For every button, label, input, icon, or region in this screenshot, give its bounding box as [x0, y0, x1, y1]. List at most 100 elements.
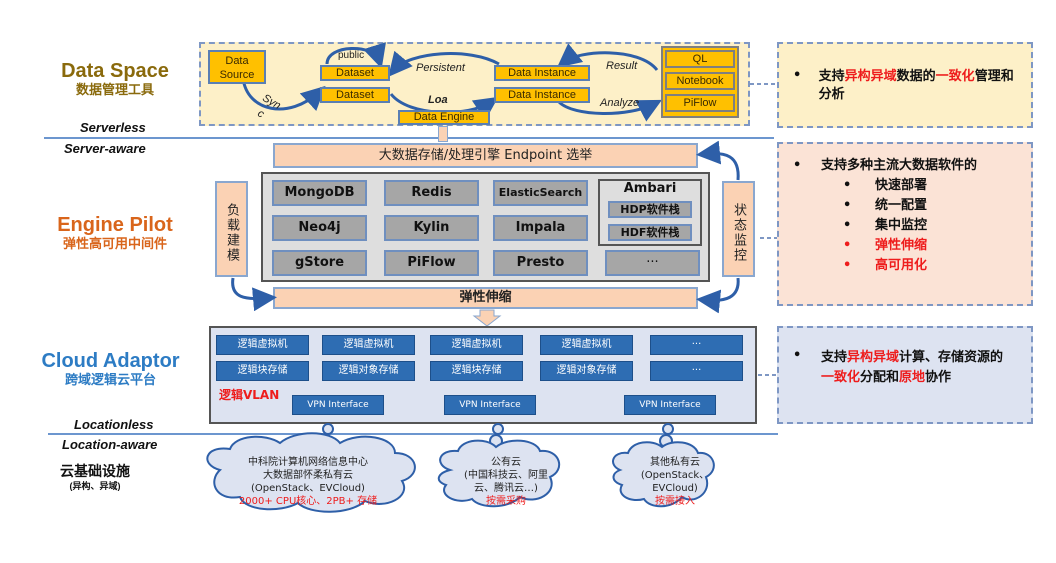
- note-text-segment: 异构异域: [847, 350, 900, 365]
- note-engine-subitem: •集中监控: [843, 216, 1021, 236]
- note-connectors: [750, 83, 778, 376]
- note-text-segment: 支持: [821, 350, 848, 365]
- connector-ring-3: [662, 423, 674, 435]
- down-arrow: [472, 309, 502, 327]
- note-engine-pilot: • 支持多种主流大数据软件的 •快速部署•统一配置•集中监控•弹性伸缩•高可用化: [777, 142, 1033, 306]
- note-engine-subitem: •快速部署: [843, 176, 1021, 196]
- tool-ql: QL: [665, 50, 735, 68]
- engine-pilot-subtitle: 弹性高可用中间件: [62, 236, 167, 251]
- bullet-icon: •: [843, 218, 852, 233]
- engine-elasticsearch: ElasticSearch: [493, 180, 588, 206]
- note-text-segment: 一致化: [821, 370, 861, 385]
- note-engine-subitem-text: 高可用化: [875, 258, 928, 273]
- cloud-adaptor-subtitle: 跨域逻辑云平台: [64, 372, 156, 387]
- logical-vm-2: 逻辑虚拟机: [322, 335, 415, 355]
- note-cloud-adaptor-text: 支持异构异域计算、存储资源的一致化分配和原地协作: [821, 348, 1011, 388]
- note-text-segment: 数据的: [896, 69, 936, 84]
- sync-arrow: [241, 77, 326, 112]
- bullet-icon: •: [793, 348, 802, 363]
- dataset-box-1: Dataset: [320, 65, 390, 81]
- vpn-interface-2: VPN Interface: [444, 395, 536, 415]
- bullet-icon: •: [843, 178, 852, 193]
- engine-more: ···: [605, 250, 700, 276]
- logical-more-1: ···: [650, 335, 743, 355]
- vpn-interface-3: VPN Interface: [624, 395, 716, 415]
- note-engine-lead-item: • 支持多种主流大数据软件的: [793, 156, 1021, 176]
- public-arrow: [325, 42, 386, 69]
- note-text-segment: 异构异域: [844, 69, 897, 84]
- engine-neo4j: Neo4j: [272, 215, 367, 241]
- load-to-scale-arrow: [231, 277, 277, 312]
- locationless-label: Locationless: [74, 417, 154, 432]
- public-label: public: [338, 50, 365, 61]
- logical-object-storage-1: 逻辑对象存储: [322, 361, 415, 381]
- note-text-segment: 原地: [899, 370, 926, 385]
- cloud-3-line2: (OpenStack、: [640, 470, 710, 481]
- vpn-interface-1: VPN Interface: [292, 395, 384, 415]
- cloud-2-highlight: 按需采购: [486, 496, 526, 507]
- engine-pilot-arrows: [231, 140, 740, 327]
- analyze-label: Analyze: [600, 97, 640, 109]
- cloud-shape-3: [612, 441, 715, 508]
- engine-impala: Impala: [493, 215, 588, 241]
- engine-pilot-title-group: Engine Pilot 弹性高可用中间件: [40, 214, 190, 252]
- note-text-segment: 管理和分析: [818, 69, 1014, 102]
- data-source-line1: Data: [225, 55, 249, 67]
- note-cloud-adaptor: • 支持异构异域计算、存储资源的一致化分配和原地协作: [777, 326, 1033, 424]
- cloud-3-highlight: 按需接入: [655, 496, 695, 507]
- data-instance-box-2: Data Instance: [494, 87, 590, 103]
- elastic-scaling-bar: 弹性伸缩: [273, 287, 698, 309]
- ambari-title: Ambari: [623, 181, 677, 196]
- logical-more-2: ···: [650, 361, 743, 381]
- analyze-arrow: [557, 99, 662, 122]
- engine-pilot-title: Engine Pilot: [57, 214, 173, 236]
- note-cloud-adaptor-item: • 支持异构异域计算、存储资源的一致化分配和原地协作: [793, 348, 1021, 388]
- load-modeling-side: 负载建模: [215, 181, 248, 277]
- cloud-1-line2: 大数据部怀柔私有云: [263, 470, 353, 481]
- engine-mongodb: MongoDB: [272, 180, 367, 206]
- load-label: Loa: [428, 94, 448, 106]
- monitor-to-endpoint-arrow: [696, 140, 740, 181]
- server-aware-label: Server-aware: [64, 141, 146, 156]
- status-monitor-label: 状态监控: [731, 203, 746, 263]
- tool-notebook: Notebook: [665, 72, 735, 90]
- locationless-divider: [48, 433, 778, 435]
- note-engine-subitem: •高可用化: [843, 256, 1021, 276]
- note-data-space-item: • 支持异构异域数据的一致化管理和分析: [793, 68, 1021, 104]
- note-engine-subitem: •弹性伸缩: [843, 236, 1021, 256]
- logical-vm-4: 逻辑虚拟机: [540, 335, 633, 355]
- result-label: Result: [606, 60, 638, 72]
- note-engine-subitem: •统一配置: [843, 196, 1021, 216]
- bullet-icon: •: [793, 68, 802, 83]
- data-engine-box: Data Engine: [398, 110, 490, 125]
- cloud-2-text: 公有云 (中国科技云、阿里 云、腾讯云…) 按需采购: [446, 456, 566, 508]
- serverless-divider: [44, 137, 774, 139]
- note-data-space-text: 支持异构异域数据的一致化管理和分析: [819, 68, 1021, 104]
- serverless-label: Serverless: [80, 120, 146, 135]
- result-arrow: [556, 43, 659, 72]
- up-arrow-connector: [438, 126, 448, 142]
- cloud-3-line3: EVCloud): [652, 483, 698, 494]
- load-modeling-label: 负载建模: [224, 203, 239, 263]
- cloud-shape-1: [206, 432, 416, 513]
- persistent-arrow: [388, 50, 500, 77]
- logical-object-storage-2: 逻辑对象存储: [540, 361, 633, 381]
- data-space-subtitle: 数据管理工具: [75, 82, 154, 97]
- cloud-shape-2: [437, 439, 561, 508]
- cloud-1-highlight: 2000+ CPU核心、2PB+ 存储: [238, 496, 378, 507]
- engine-presto: Presto: [493, 250, 588, 276]
- note-engine-subitem-text: 统一配置: [875, 198, 928, 213]
- logical-block-storage-1: 逻辑块存储: [216, 361, 309, 381]
- logical-vlan-label: 逻辑VLAN: [219, 388, 280, 402]
- monitor-to-scale-arrow: [696, 277, 740, 314]
- cloud-2-line1: 公有云: [491, 457, 521, 468]
- location-aware-label: Location-aware: [62, 437, 158, 452]
- engine-redis: Redis: [384, 180, 479, 206]
- cloud-2-line2: (中国科技云、阿里: [464, 470, 548, 481]
- dataset-box-2: Dataset: [320, 87, 390, 103]
- hdf-stack: HDF软件栈: [608, 224, 692, 241]
- logical-block-storage-2: 逻辑块存储: [430, 361, 523, 381]
- infra-clouds: [206, 423, 715, 513]
- data-space-title: Data Space: [61, 60, 169, 82]
- cloud-adaptor-title: Cloud Adaptor: [41, 350, 180, 372]
